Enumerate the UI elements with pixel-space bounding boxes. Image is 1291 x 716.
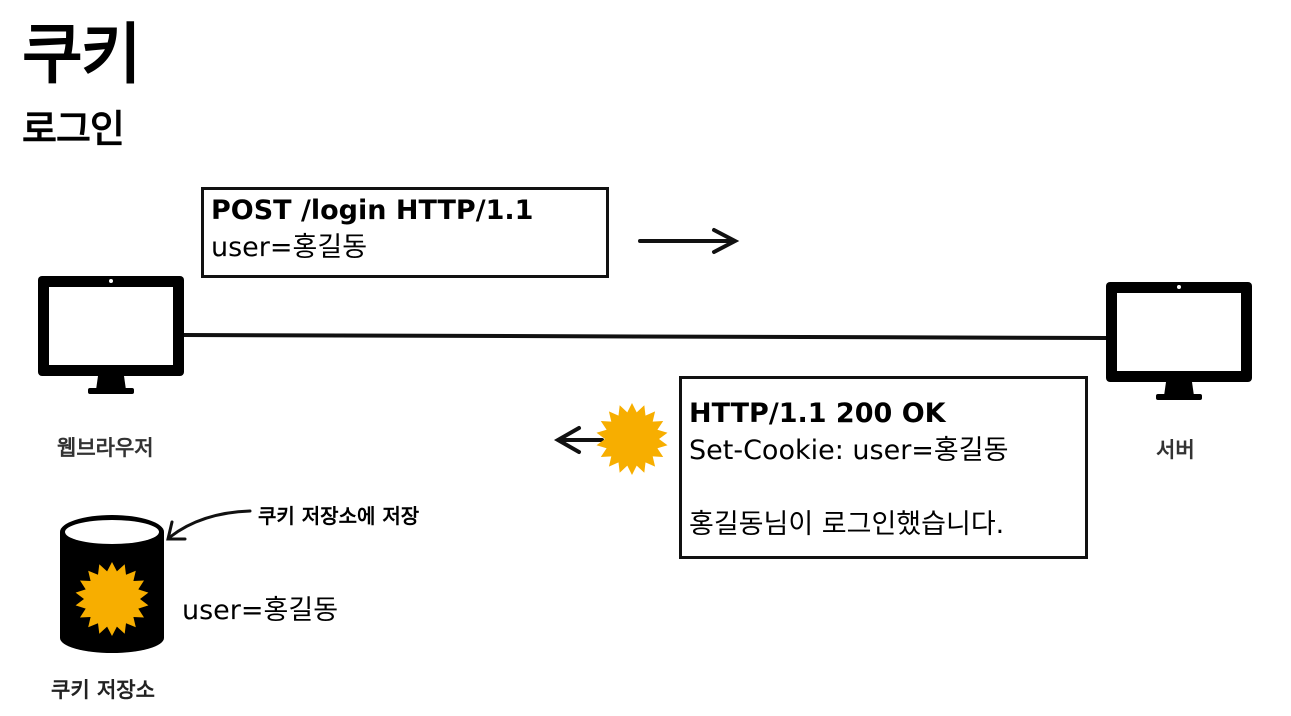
response-body: 홍길동님이 로그인했습니다. xyxy=(689,509,1005,540)
cookie-starburst xyxy=(75,562,149,636)
cookie-starburst xyxy=(596,403,668,475)
server-monitor-icon xyxy=(1106,282,1252,400)
request-message-box: POST /login HTTP/1.1 user=홍길동 xyxy=(201,187,609,278)
request-arrow-icon xyxy=(638,228,740,254)
response-message-box: HTTP/1.1 200 OK Set-Cookie: user=홍길동 홍길동… xyxy=(679,376,1088,559)
stored-cookie-icon xyxy=(75,562,149,636)
storage-note: 쿠키 저장소에 저장 xyxy=(258,504,420,528)
storage-note-arrow-icon xyxy=(166,509,252,541)
page-subtitle: 로그인 xyxy=(22,107,125,151)
stored-cookie-text: user=홍길동 xyxy=(182,595,339,626)
response-blank-line xyxy=(689,469,1078,506)
request-body: user=홍길동 xyxy=(211,229,599,266)
page-title: 쿠키 xyxy=(22,16,141,93)
request-line: POST /login HTTP/1.1 xyxy=(211,195,534,226)
server-label: 서버 xyxy=(1156,438,1195,462)
cookie-icon xyxy=(596,403,668,475)
browser-monitor-icon xyxy=(38,276,184,394)
response-set-cookie-header: Set-Cookie: user=홍길동 xyxy=(689,435,1009,466)
response-arrow-icon xyxy=(553,426,604,454)
storage-label: 쿠키 저장소 xyxy=(51,678,155,702)
response-status-line: HTTP/1.1 200 OK xyxy=(689,398,946,429)
browser-label: 웹브라우저 xyxy=(57,436,154,460)
connection-line xyxy=(182,333,1108,340)
request-body-text: user=홍길동 xyxy=(211,232,368,263)
